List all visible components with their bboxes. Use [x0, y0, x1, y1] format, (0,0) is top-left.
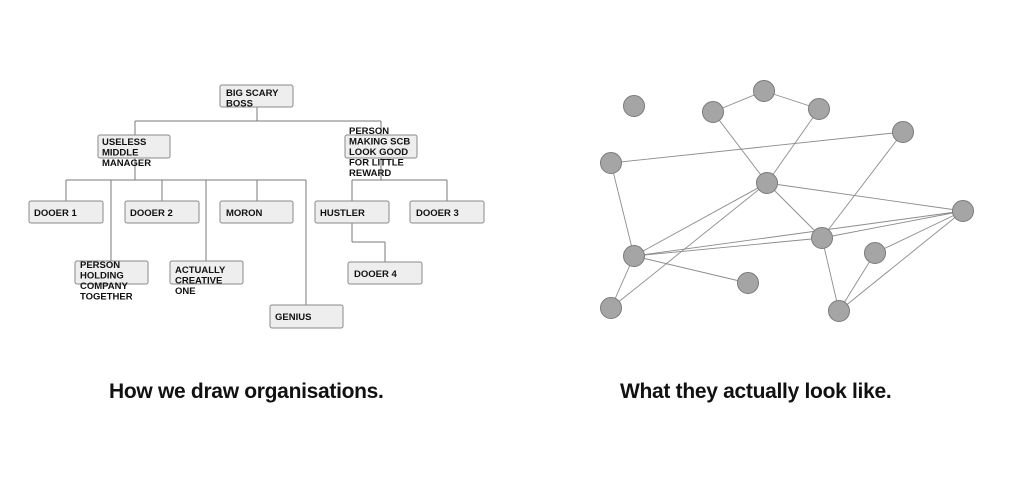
- network-edge: [766, 108, 820, 184]
- org-label: GENIUS: [275, 312, 311, 323]
- org-node-moron: MORON: [219, 200, 294, 224]
- org-node-hustler: HUSTLER: [314, 200, 390, 224]
- network-node: [952, 200, 974, 222]
- org-box: [219, 84, 294, 108]
- org-box: [269, 304, 344, 329]
- network-edge: [821, 237, 840, 312]
- org-label-line: MANAGER: [102, 158, 151, 169]
- network-node: [828, 300, 850, 322]
- org-label: DOOER 1: [34, 208, 77, 219]
- org-box: [97, 134, 171, 159]
- org-box: [28, 200, 104, 224]
- network-node: [892, 121, 914, 143]
- network-edge: [838, 252, 876, 312]
- org-box: [344, 134, 418, 159]
- network-edge: [712, 111, 768, 184]
- org-chart-connectors: [65, 107, 448, 305]
- network-edges: [610, 90, 964, 312]
- org-box: [169, 260, 244, 285]
- org-label: DOOER 3: [416, 208, 459, 219]
- caption-network: What they actually look like.: [620, 380, 892, 403]
- org-box: [124, 200, 200, 224]
- org-label-line: USELESS: [102, 137, 146, 148]
- network-node: [808, 98, 830, 120]
- org-box: [314, 200, 390, 224]
- org-label-line: HUSTLER: [320, 208, 365, 219]
- org-label-line: DOOER 2: [130, 208, 173, 219]
- network-node: [737, 272, 759, 294]
- network-node: [623, 95, 645, 117]
- org-label-line: FOR LITTLE: [349, 158, 404, 169]
- org-label-line: DOOER 1: [34, 208, 77, 219]
- network-edge: [610, 162, 635, 257]
- org-box: [347, 261, 423, 285]
- org-label-line: GENIUS: [275, 312, 311, 323]
- org-label-line: ONE: [175, 286, 196, 297]
- network-node: [623, 245, 645, 267]
- org-label-line: LOOK GOOD: [349, 147, 408, 158]
- network-edge: [633, 210, 964, 257]
- network-node: [600, 297, 622, 319]
- org-node-dooer-1: DOOER 1: [28, 200, 104, 224]
- network-edge: [821, 131, 904, 239]
- org-label-line: REWARD: [349, 168, 391, 179]
- org-label-line: COMPANY: [80, 281, 129, 292]
- org-label-line: ACTUALLY: [175, 265, 226, 276]
- network-edge: [766, 182, 964, 212]
- org-label-line: BIG SCARY: [226, 88, 279, 99]
- network-edge: [766, 182, 823, 239]
- org-label-line: HOLDING: [80, 271, 124, 282]
- org-label-line: MAKING SCB: [349, 137, 410, 148]
- org-box: [409, 200, 485, 224]
- network-node: [864, 242, 886, 264]
- org-label: HUSTLER: [320, 208, 365, 219]
- org-label-line: DOOER 4: [354, 269, 397, 280]
- org-node-genius: GENIUS: [269, 304, 344, 329]
- org-label-line: TOGETHER: [80, 292, 133, 303]
- org-label-line: CREATIVE: [175, 276, 222, 287]
- network-edge: [821, 210, 964, 239]
- org-label-line: DOOER 3: [416, 208, 459, 219]
- network-node: [753, 80, 775, 102]
- network-nodes: [600, 80, 974, 322]
- network-edge: [633, 255, 749, 284]
- org-label-line: PERSON: [349, 126, 389, 137]
- org-node-dooer-4: DOOER 4: [347, 261, 423, 285]
- network-node: [600, 152, 622, 174]
- org-label-line: MORON: [226, 208, 263, 219]
- caption-org-chart: How we draw organisations.: [109, 380, 384, 403]
- network-node: [702, 101, 724, 123]
- org-label: MORON: [226, 208, 263, 219]
- network-edge: [838, 210, 964, 312]
- org-label-line: BOSS: [226, 99, 253, 110]
- org-label: DOOER 2: [130, 208, 173, 219]
- network-edge: [633, 237, 823, 257]
- network-node: [811, 227, 833, 249]
- org-node-dooer-2: DOOER 2: [124, 200, 200, 224]
- org-label-line: PERSON: [80, 260, 120, 271]
- org-box: [219, 200, 294, 224]
- org-box: [74, 260, 149, 285]
- network-edge: [610, 131, 904, 164]
- org-node-dooer-3: DOOER 3: [409, 200, 485, 224]
- network-node: [756, 172, 778, 194]
- org-label: DOOER 4: [354, 269, 397, 280]
- org-label-line: MIDDLE: [102, 148, 138, 159]
- network-edge: [633, 182, 768, 257]
- network-edge: [874, 210, 964, 254]
- network-edge: [610, 182, 768, 309]
